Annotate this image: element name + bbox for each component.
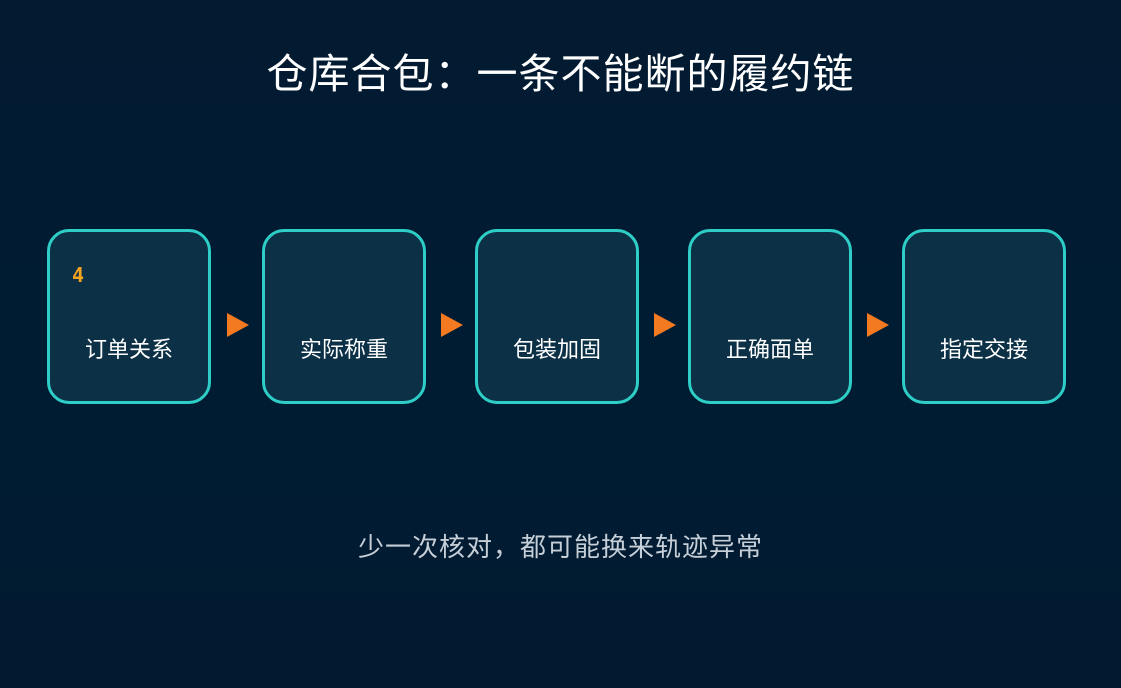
- arrow-right-icon: [654, 313, 676, 337]
- step-correct-waybill: 正确面单: [688, 229, 852, 404]
- arrow-right-icon: [227, 313, 249, 337]
- step-label: 实际称重: [299, 338, 388, 363]
- arrow-right-icon: [867, 313, 889, 337]
- step-actual-weighing: 实际称重: [262, 229, 426, 404]
- arrow-right-icon: [441, 313, 463, 337]
- step-label: 正确面单: [725, 338, 814, 363]
- step-label: 指定交接: [939, 338, 1028, 363]
- step-badge: 4: [72, 263, 85, 287]
- step-label: 订单关系: [84, 338, 173, 363]
- fulfillment-flow: 4 订单关系 实际称重 包装加固 正确面单 指定交接: [47, 229, 1071, 409]
- step-label: 包装加固: [512, 338, 601, 363]
- step-packaging-reinforcement: 包装加固: [475, 229, 639, 404]
- step-order-relation: 4 订单关系: [47, 229, 211, 404]
- page-title: 仓库合包：一条不能断的履约链: [266, 50, 855, 98]
- footer-note: 少一次核对，都可能换来轨迹异常: [357, 533, 763, 563]
- step-designated-handover: 指定交接: [902, 229, 1066, 404]
